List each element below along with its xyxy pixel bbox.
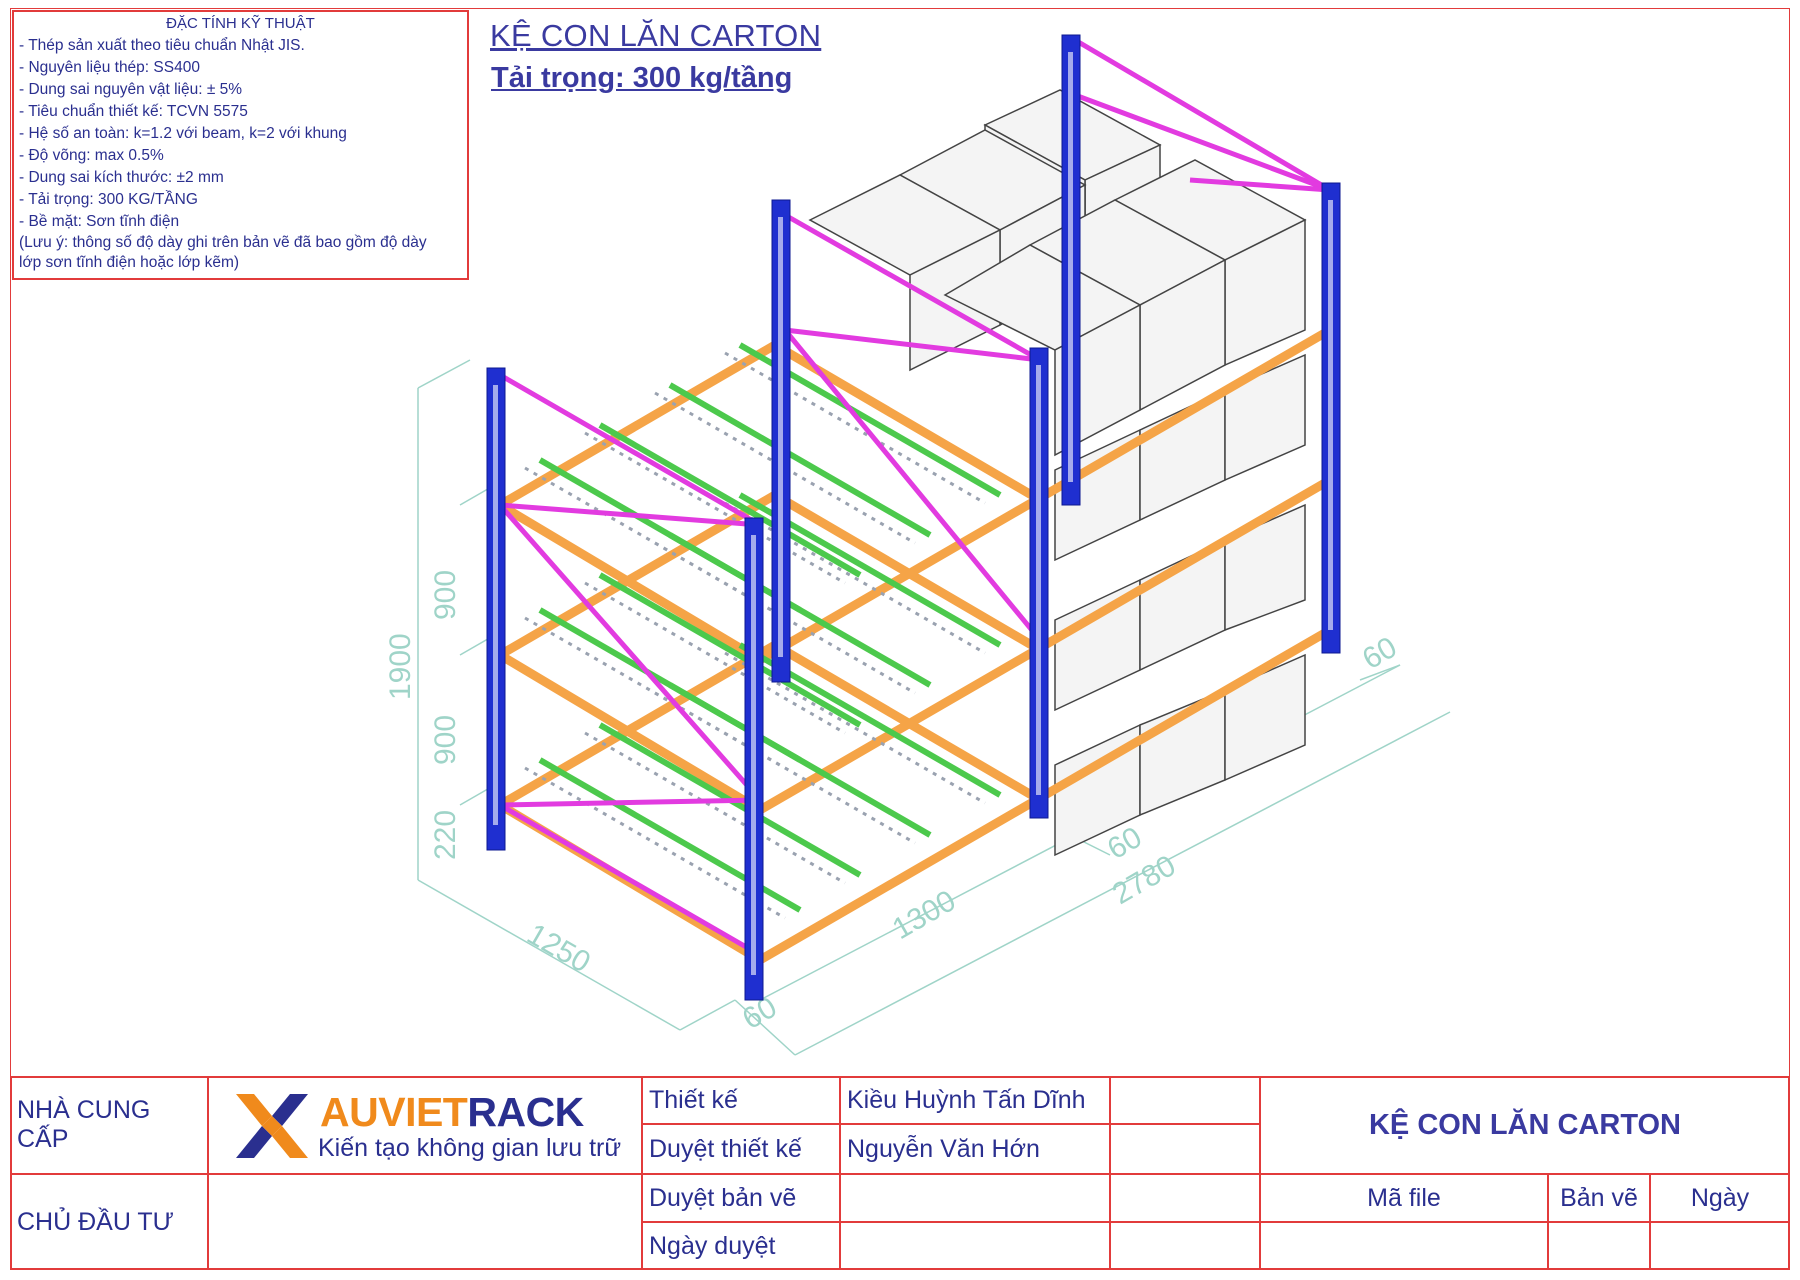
approval-signature-cell [1110,1222,1260,1270]
design-label: Thiết kế [642,1076,840,1124]
approval-date-label: Ngày duyệt [642,1222,840,1270]
spec-line: - Thép sản xuất theo tiêu chuẩn Nhật JIS… [19,37,305,54]
spec-line: - Dung sai nguyên vật liệu: ± 5% [19,81,243,98]
date-label: Ngày [1650,1174,1790,1222]
spec-line: - Dung sai kích thước: ±2 mm [19,169,224,186]
bracing [498,37,1332,958]
spec-line: - Độ võng: max 0.5% [19,147,164,164]
drawing-review-name-cell [840,1174,1110,1222]
owner-cell [208,1174,642,1270]
spec-line: - Tải trọng: 300 KG/TẦNG [19,191,198,208]
sheet-value [1548,1222,1650,1270]
spec-box: ĐẶC TÍNH KỸ THUẬT - Thép sản xuất theo t… [12,10,469,280]
file-code-label: Mã file [1260,1174,1548,1222]
brand-name-b: RACK [467,1089,584,1135]
dim-total-height: 1900 [384,633,417,700]
auvietrack-logo-icon [236,1094,308,1158]
spec-note: (Lưu ý: thông số độ dày ghi trên bản vẽ … [19,234,427,251]
dim-bay-1: 1300 [887,884,961,946]
dim-level-mid: 900 [429,715,462,765]
project-title: KỆ CON LĂN CARTON [1260,1076,1790,1174]
design-signature-cell [1110,1076,1260,1124]
designer-name: Kiều Huỳnh Tấn Dĩnh [840,1076,1110,1124]
upright-holes [493,52,1333,975]
spec-line: - Hệ số an toàn: k=1.2 với beam, k=2 với… [19,125,347,142]
spec-line: - Bề mặt: Sơn tĩnh điện [19,213,180,230]
approval-date-cell [840,1222,1110,1270]
dim-level-top: 900 [429,570,462,620]
sheet-label: Bản vẽ [1548,1174,1650,1222]
spec-line: - Tiêu chuẩn thiết kế: TCVN 5575 [19,103,248,120]
brand-tagline: Kiến tạo không gian lưu trữ [318,1134,622,1162]
spec-lines: - Thép sản xuất theo tiêu chuẩn Nhật JIS… [19,35,467,233]
drawing-review-signature-cell [1110,1174,1260,1222]
dim-post-c: 60 [1357,631,1402,676]
rack-drawing: 1900 900 900 220 1250 1300 1300 60 60 60… [384,34,1451,1056]
date-value [1650,1222,1790,1270]
dim-depth: 1250 [522,917,596,979]
spec-note: lớp sơn tĩnh điện hoặc lớp kẽm) [19,254,240,271]
file-code-value [1260,1222,1548,1270]
spec-title: ĐẶC TÍNH KỸ THUẬT [166,15,315,32]
dim-level-bottom: 220 [429,810,462,860]
load-rating: Tải trọng: 300 kg/tầng [491,62,793,94]
owner-label: CHỦ ĐẦU TƯ [10,1174,208,1270]
drawing-review-label: Duyệt bản vẽ [642,1174,840,1222]
supplier-label: NHÀ CUNG CẤP [10,1076,208,1174]
drawing-title: KỆ CON LĂN CARTON [490,18,822,53]
brand-name-a: AUVIET [320,1089,468,1135]
spec-line: - Nguyên liệu thép: SS400 [19,59,200,76]
review-label: Duyệt thiết kế [642,1124,840,1174]
roller-rails [524,351,986,920]
brand-name: AUVIETRACK [320,1089,584,1136]
supplier-logo-cell [208,1076,642,1174]
review-signature-cell [1110,1124,1260,1174]
reviewer-name: Nguyễn Văn Hớn [840,1124,1110,1174]
